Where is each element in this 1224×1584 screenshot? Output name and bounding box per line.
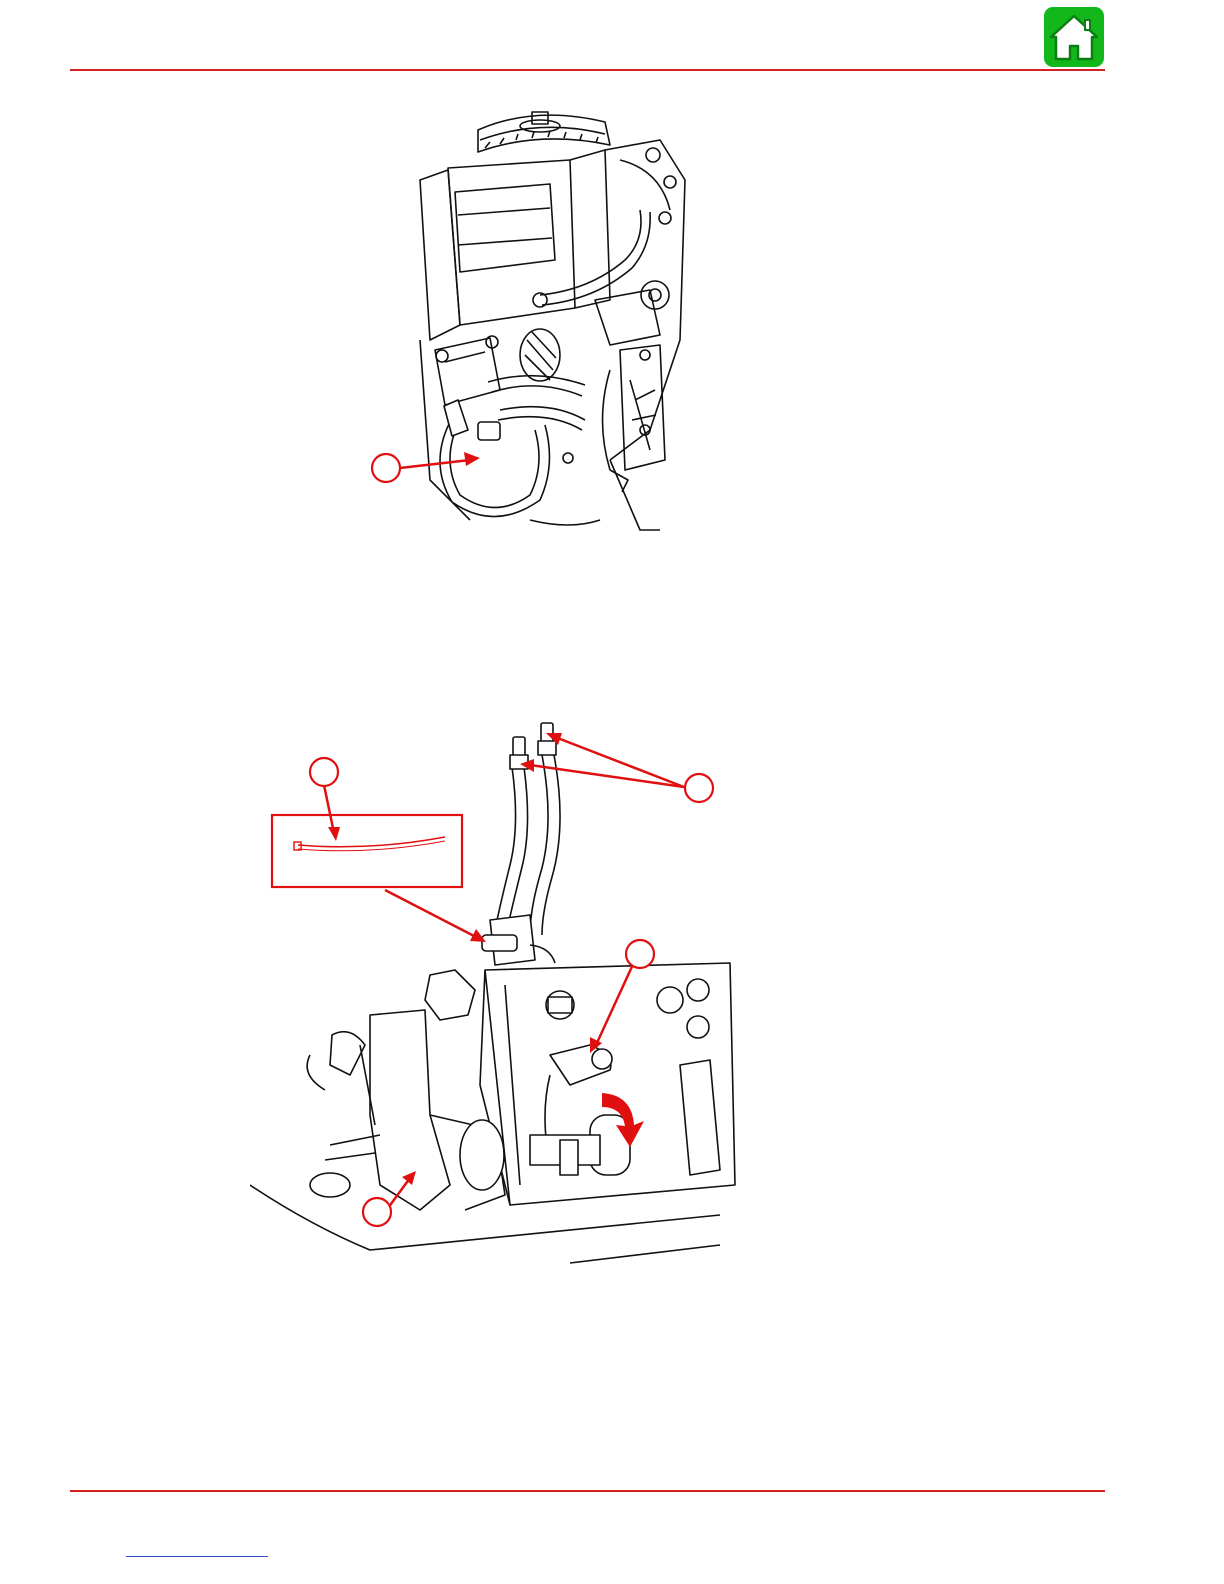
engine-front-view-figure: [360, 100, 720, 540]
footer-link[interactable]: [126, 1556, 268, 1557]
home-icon: [1044, 7, 1104, 67]
footer-rule: [70, 1490, 1105, 1492]
shift-linkage-view-figure: [250, 715, 750, 1280]
home-button[interactable]: [1044, 7, 1104, 67]
header-rule: [70, 69, 1105, 71]
